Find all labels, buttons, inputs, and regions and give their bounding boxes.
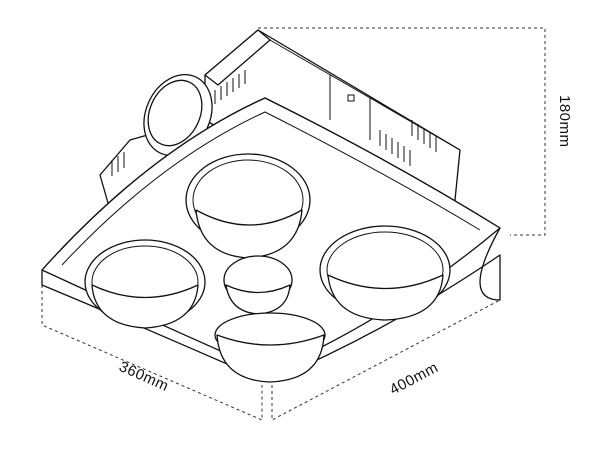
height-dimension-lines: [258, 27, 546, 236]
height-label: 180mm: [556, 95, 573, 148]
vent-slots: [214, 70, 437, 166]
heat-lamp-right: [319, 225, 451, 321]
width-label: 400mm: [387, 359, 441, 399]
depth-label: 360mm: [116, 358, 171, 395]
heat-lamp-bottom: [214, 312, 326, 383]
center-light: [223, 255, 293, 315]
heat-lamp-top: [185, 153, 311, 259]
heat-lamp-left: [84, 239, 206, 329]
width-dimension-lines: [271, 255, 501, 421]
depth-dimension-lines: [41, 285, 263, 421]
exhaust-duct: [143, 73, 213, 157]
